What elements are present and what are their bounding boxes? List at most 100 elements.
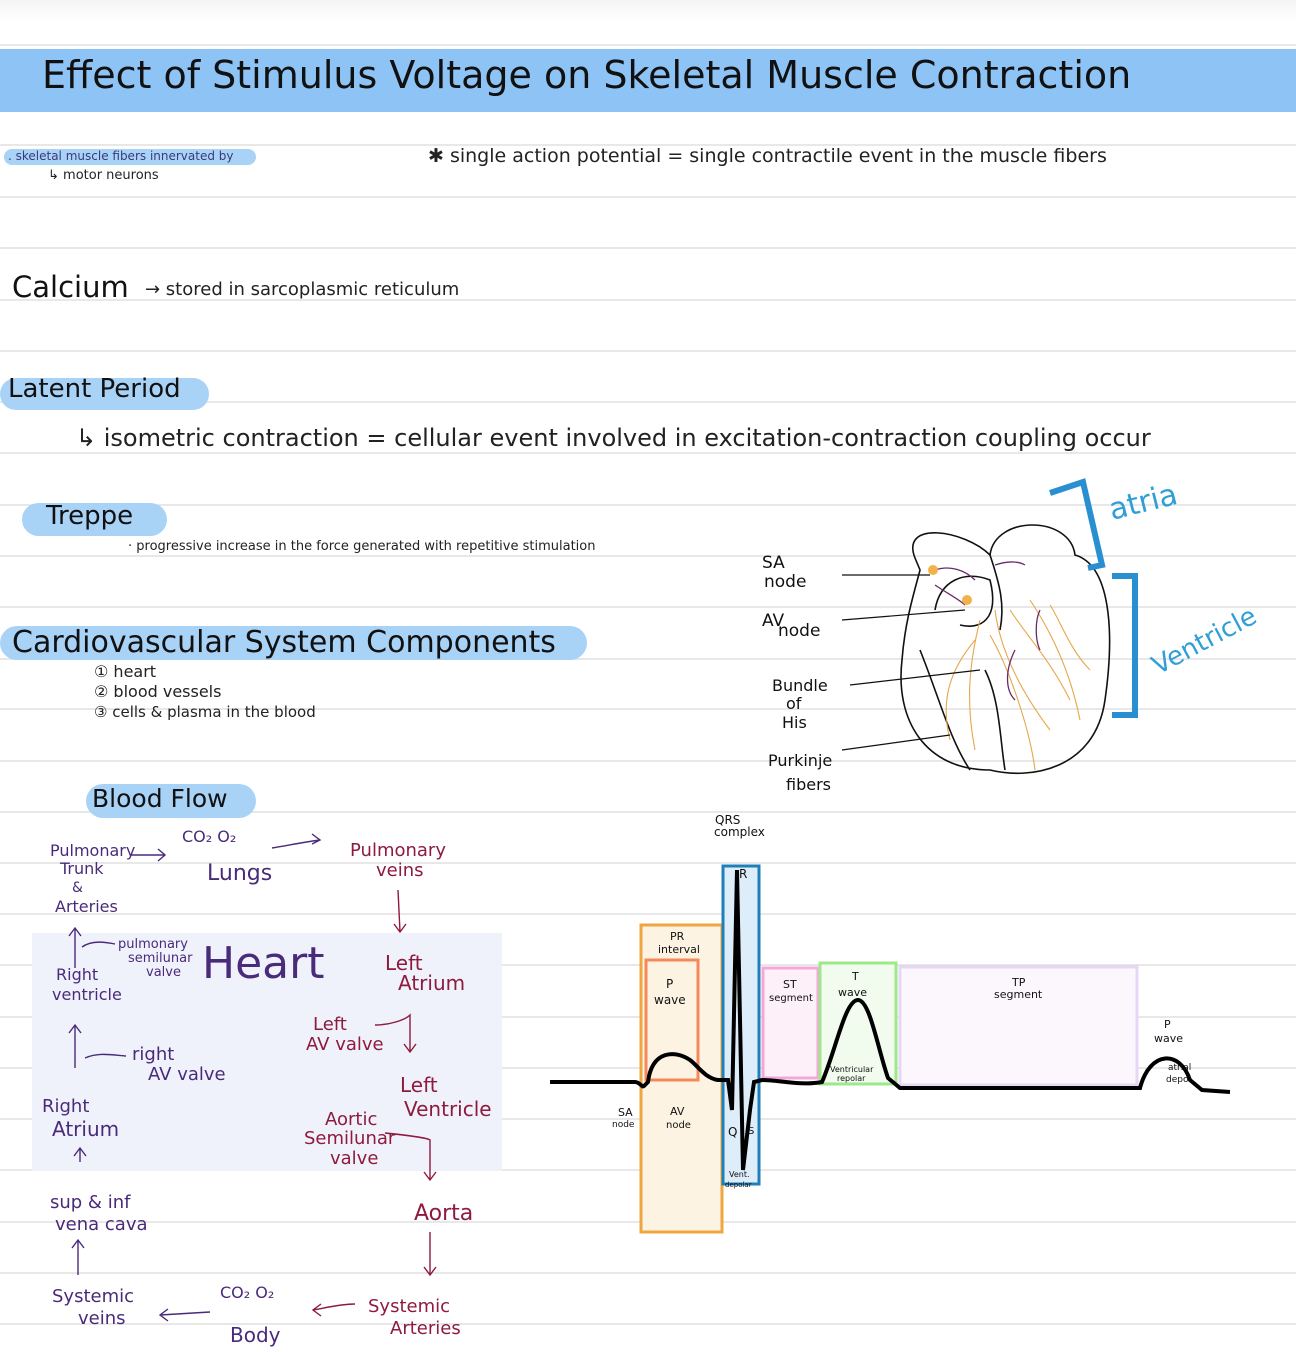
systemic-arteries-1: Systemic — [368, 1296, 450, 1317]
ecg-diagram: QRS complex PR interval P wave R Q S ST … — [550, 813, 1231, 1234]
sa-node-ecg-1: SA — [618, 1106, 633, 1119]
systemic-veins-1: Systemic — [52, 1286, 134, 1307]
st-segment-box — [761, 966, 820, 1080]
atrial-depol-1: atrial — [1168, 1063, 1191, 1073]
left-ventricle-1: Left — [400, 1073, 438, 1097]
p-wave-box — [644, 958, 700, 1082]
skeletal-note-line2: ↳ motor neurons — [48, 168, 159, 183]
qrs-label-2: complex — [714, 825, 765, 839]
bundle-label-3: His — [782, 713, 807, 732]
atria-bracket — [1049, 478, 1106, 571]
tp-label-2: segment — [994, 988, 1043, 1001]
left-atrium-2: Atrium — [398, 971, 465, 995]
calcium-note: → stored in sarcoplasmic reticulum — [145, 279, 460, 300]
cv-item-3: ③ cells & plasma in the blood — [94, 703, 316, 721]
co2-o2-bottom: CO₂ O₂ — [220, 1283, 274, 1302]
right-ventricle-2: ventricle — [52, 985, 122, 1004]
right-av-2: AV valve — [148, 1064, 226, 1085]
pulm-veins-1: Pulmonary — [350, 840, 446, 861]
latent-heading: Latent Period — [8, 374, 181, 404]
purkinje-fibers-drawing — [945, 599, 1091, 771]
s-label: S — [748, 1126, 754, 1137]
heart-conduction-diagram: SA node AV node Bundle of His Purkinje f… — [762, 477, 1262, 794]
p-wave-label-1: P — [666, 977, 673, 991]
pr-label-2: interval — [658, 943, 700, 956]
cv-item-1: ① heart — [94, 662, 157, 681]
av-node-ecg-1: AV — [670, 1105, 685, 1118]
av-node-label-1: AV — [762, 611, 785, 631]
right-ventricle-1: Right — [56, 965, 98, 984]
treppe-heading: Treppe — [46, 501, 134, 531]
skeletal-highlight — [4, 149, 256, 165]
av-node-ecg-2: node — [666, 1120, 691, 1131]
window-top-bar — [0, 0, 1296, 22]
st-label-2: segment — [769, 993, 813, 1004]
conduction-arrows — [934, 561, 1041, 701]
blood-flow-heading: Blood Flow — [92, 784, 228, 813]
pulm-trunk-3: & — [72, 880, 83, 896]
ventricle-label: Ventricle — [1147, 601, 1262, 681]
heart-label: Heart — [202, 938, 324, 989]
ecg-trace — [550, 869, 1231, 1171]
pulm-veins-2: veins — [376, 860, 424, 881]
latent-highlight — [0, 378, 209, 410]
sa-node-ecg-2: node — [612, 1120, 635, 1130]
body-label: Body — [230, 1323, 281, 1347]
pr-label-1: PR — [670, 930, 685, 943]
calcium-heading: Calcium — [12, 270, 129, 304]
sa-node-label-1: SA — [762, 553, 785, 573]
vent-depol-2: depolar — [725, 1181, 752, 1189]
purkinje-label-2: fibers — [786, 775, 831, 794]
left-ventricle-2: Ventricle — [404, 1097, 492, 1121]
t-wave-label-1: T — [851, 970, 859, 983]
p-wave2-label-2: wave — [1154, 1032, 1183, 1045]
ventricle-bracket — [1112, 573, 1138, 718]
vent-depol-1: Vent. — [729, 1170, 750, 1179]
aortic-valve-1: Aortic — [325, 1109, 377, 1130]
aortic-valve-3: valve — [330, 1148, 378, 1169]
aortic-valve-2: Semilunar — [304, 1128, 396, 1149]
cv-highlight — [0, 626, 587, 660]
pulm-valve-2: semilunar — [128, 951, 193, 966]
t-wave-label-2: wave — [838, 986, 867, 999]
single-ap-note: ✱ single action potential = single contr… — [428, 145, 1107, 167]
bundle-label-1: Bundle — [772, 676, 828, 695]
right-atrium-2: Atrium — [52, 1117, 119, 1141]
co2-o2-top: CO₂ O₂ — [182, 827, 236, 846]
av-node-dot — [962, 595, 972, 605]
pulm-trunk-4: Arteries — [55, 897, 118, 916]
pulm-trunk-1: Pulmonary — [50, 841, 135, 860]
cv-heading: Cardiovascular System Components — [12, 625, 556, 660]
vent-repolar-2: repolar — [837, 1074, 866, 1083]
heart-panel — [32, 933, 502, 1171]
cv-item-2: ② blood vessels — [94, 682, 222, 701]
right-av-1: right — [132, 1044, 174, 1065]
pulm-valve-3: valve — [146, 965, 181, 980]
blood-flow-diagram: Pulmonary Trunk & Arteries CO₂ O₂ Lungs … — [42, 827, 492, 1347]
heart-outline — [900, 524, 1111, 775]
p-wave2-label-1: P — [1164, 1018, 1171, 1031]
right-atrium-1: Right — [42, 1096, 89, 1117]
treppe-note: · progressive increase in the force gene… — [128, 539, 596, 554]
vena-cava-1: sup & inf — [50, 1192, 131, 1213]
latent-note: ↳ isometric contraction = cellular event… — [76, 424, 1151, 452]
q-label: Q — [728, 1125, 737, 1139]
systemic-veins-2: veins — [78, 1308, 126, 1329]
left-av-2: AV valve — [306, 1034, 384, 1055]
lungs-label: Lungs — [207, 861, 272, 886]
left-atrium-1: Left — [385, 951, 423, 975]
tp-segment-box — [898, 965, 1139, 1087]
r-label: R — [739, 867, 747, 881]
p-wave-label-2: wave — [654, 993, 686, 1007]
right-side-arrows — [68, 833, 322, 1322]
title-highlight — [0, 49, 1296, 112]
skeletal-note-line1: . skeletal muscle fibers innervated by — [8, 149, 234, 163]
page-title: Effect of Stimulus Voltage on Skeletal M… — [42, 53, 1132, 97]
av-node-label-2: node — [778, 621, 820, 641]
atrial-depol-2: depol. — [1166, 1075, 1194, 1085]
st-label-1: ST — [783, 978, 797, 991]
blood-flow-highlight — [86, 784, 256, 818]
pulm-valve-1: pulmonary — [118, 937, 188, 952]
sa-node-dot — [928, 565, 938, 575]
